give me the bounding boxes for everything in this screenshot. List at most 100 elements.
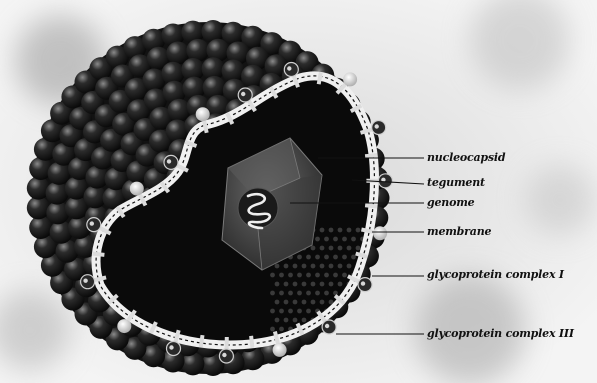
glycoprotein-complex-detail — [167, 159, 171, 163]
tegument-dot — [320, 282, 325, 287]
tegument-dot — [320, 336, 325, 341]
tegument-dot — [329, 246, 334, 251]
tegument-dot — [302, 282, 307, 287]
tegument-dot — [369, 309, 374, 314]
glycoprotein-complex-detail — [375, 124, 379, 128]
tegument-dot — [338, 228, 343, 233]
glycoprotein-complex-detail — [287, 66, 291, 70]
genome-strand — [238, 188, 278, 228]
tegument-dot — [329, 336, 334, 341]
tegument-dot — [338, 336, 343, 341]
tegument-dot — [297, 291, 302, 296]
glycoprotein-complex — [167, 342, 181, 356]
capsomer-sphere — [181, 352, 204, 375]
tegument-dot — [288, 291, 293, 296]
tegument-dot — [347, 336, 352, 341]
tegument-dot — [338, 282, 343, 287]
tegument-dot — [338, 246, 343, 251]
tegument-dot — [275, 264, 280, 269]
tegument-dot — [356, 246, 361, 251]
glycoprotein-bead — [196, 107, 210, 121]
glycoprotein-spike — [365, 205, 377, 206]
tegument-dot — [315, 237, 320, 242]
tegument-dot — [342, 327, 347, 332]
glycoprotein-bead — [117, 319, 131, 333]
glycoprotein-bead — [343, 72, 357, 86]
tegument-dot — [369, 291, 374, 296]
glycoprotein-complex — [164, 155, 178, 169]
tegument-dot — [338, 318, 343, 323]
glycoprotein-complex — [284, 63, 298, 77]
tegument-dot — [320, 228, 325, 233]
tegument-dot — [302, 300, 307, 305]
tegument-dot — [270, 291, 275, 296]
glycoprotein-complex-detail — [90, 221, 94, 225]
tegument-dot — [347, 318, 352, 323]
tegument-dot — [324, 237, 329, 242]
tegument-dot — [365, 300, 370, 305]
tegument-dot — [297, 255, 302, 260]
glycoprotein-spike — [251, 336, 252, 348]
tegument-dot — [311, 282, 316, 287]
tegument-dot — [356, 336, 361, 341]
tegument-dot — [270, 309, 275, 314]
label-glycoprotein-complex-3: glycoprotein complex III — [427, 327, 574, 340]
tegument-dot — [329, 282, 334, 287]
glycoprotein-complex — [219, 349, 233, 363]
tegument-dot — [297, 309, 302, 314]
tegument-dot — [342, 255, 347, 260]
label-glycoprotein-complex-1: glycoprotein complex I — [427, 268, 564, 281]
tegument-dot — [311, 264, 316, 269]
tegument-dot — [324, 255, 329, 260]
tegument-dot — [329, 228, 334, 233]
label-genome: genome — [427, 196, 474, 209]
tegument-dot — [279, 291, 284, 296]
tegument-dot — [374, 300, 379, 305]
tegument-dot — [279, 309, 284, 314]
tegument-dot — [365, 318, 370, 323]
glycoprotein-complex — [322, 320, 336, 334]
tegument-dot — [293, 282, 298, 287]
tegument-dot — [315, 273, 320, 278]
tegument-dot — [311, 246, 316, 251]
glycoprotein-spike — [361, 230, 373, 232]
tegument-dot — [288, 273, 293, 278]
tegument-dot — [306, 255, 311, 260]
glycoprotein-complex — [87, 218, 101, 232]
glycoprotein-spike — [365, 155, 377, 156]
tegument-dot — [333, 291, 338, 296]
glycoprotein-complex-detail — [222, 353, 226, 357]
tegument-dot — [284, 264, 289, 269]
tegument-dot — [320, 246, 325, 251]
tegument-dot — [315, 255, 320, 260]
tegument-dot — [324, 291, 329, 296]
tegument-dot — [297, 273, 302, 278]
tegument-dot — [333, 273, 338, 278]
tegument-dot — [356, 228, 361, 233]
glycoprotein-complex-detail — [83, 279, 87, 283]
label-nucleocapsid: nucleocapsid — [427, 151, 505, 164]
tegument-dot — [279, 327, 284, 332]
tegument-dot — [374, 282, 379, 287]
label-membrane: membrane — [427, 225, 491, 238]
tegument-dot — [293, 264, 298, 269]
tegument-dot — [360, 309, 365, 314]
glycoprotein-bead — [373, 226, 387, 240]
glycoprotein-complex-detail — [241, 92, 245, 96]
glycoprotein-spike — [319, 72, 321, 84]
label-tegument: tegument — [427, 176, 485, 189]
glycoprotein-spike — [201, 335, 203, 347]
glycoprotein-complex — [81, 275, 95, 289]
tegument-dot — [306, 291, 311, 296]
tegument-dot — [369, 327, 374, 332]
tegument-dot — [374, 336, 379, 341]
capsomer-sphere — [203, 76, 226, 99]
tegument-dot — [356, 318, 361, 323]
tegument-dot — [342, 273, 347, 278]
tegument-dot — [284, 282, 289, 287]
tegument-dot — [275, 300, 280, 305]
glycoprotein-complex — [238, 88, 252, 102]
tegument-dot — [333, 237, 338, 242]
tegument-dot — [356, 300, 361, 305]
